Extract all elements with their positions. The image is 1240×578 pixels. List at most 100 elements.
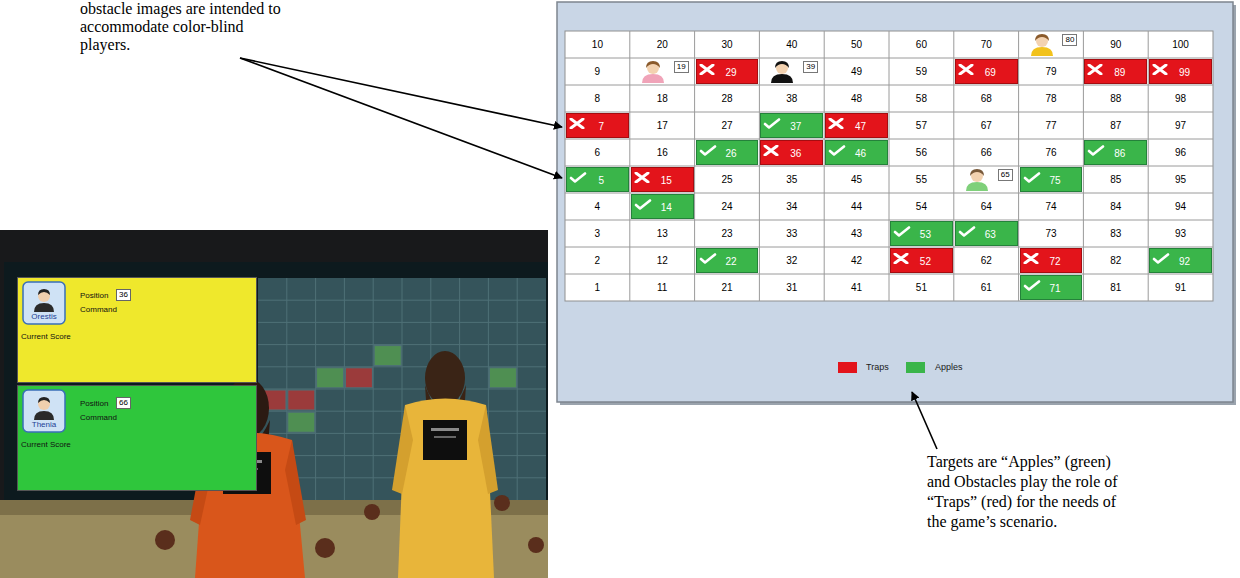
cell-number: 33: [759, 220, 824, 247]
board-cell: 88: [1083, 85, 1148, 112]
drawing-part: [765, 120, 779, 128]
board-cell: 85: [1083, 166, 1148, 193]
cell-number: 70: [954, 31, 1019, 58]
apple-cell: 46: [825, 140, 888, 165]
cell-number: 27: [695, 112, 760, 139]
cell-number: 25: [695, 166, 760, 193]
apple-cell: 75: [1020, 167, 1083, 192]
drawing-part: [646, 61, 660, 68]
apple-cell: 63: [955, 221, 1018, 246]
drawing-part: [431, 428, 459, 431]
player-cell: 65: [954, 166, 1019, 193]
apple-cell: 37: [760, 113, 823, 138]
panel-text: Position: [80, 291, 108, 300]
board-cell: 59: [889, 58, 954, 85]
board-cell: 87: [1083, 112, 1148, 139]
cell-number: 40: [759, 31, 824, 58]
player-avatar: [769, 60, 795, 83]
cell-icon: [1087, 142, 1105, 153]
cell-icon: [699, 61, 717, 72]
cell-number: 1: [565, 274, 630, 301]
drawing-part: [285, 440, 306, 525]
board-cell: 11: [630, 274, 695, 301]
player-name: Thenia: [22, 420, 66, 429]
cell-icon: [958, 61, 976, 72]
player-avatar: [1029, 33, 1055, 56]
cell-icon: [1152, 61, 1170, 72]
cell-number: 16: [630, 139, 695, 166]
player-panel: TheniaPosition66CommandCurrent Score: [17, 385, 257, 491]
cell-icon: [1023, 169, 1041, 180]
board-cell: 58: [889, 85, 954, 112]
board-cell: 13: [630, 220, 695, 247]
trap-icon: [1152, 64, 1168, 75]
cell-number: 50: [824, 31, 889, 58]
drawing-part: [636, 173, 648, 182]
drawing-part: [392, 405, 413, 494]
drawing-part: [647, 62, 659, 74]
cell-icon: [1152, 250, 1170, 261]
grid-line: [565, 247, 1213, 248]
trap-cell: 99: [1149, 59, 1212, 84]
cell-number: 49: [824, 58, 889, 85]
board-cell: 41: [824, 274, 889, 301]
player-position: 39: [803, 61, 818, 73]
cell-number: 77: [1019, 112, 1084, 139]
cell-number: 46: [834, 141, 887, 164]
trap-cell: 52: [890, 248, 953, 273]
cell-icon: [763, 115, 781, 126]
board-cell: 1: [565, 274, 630, 301]
board-cell: 56: [889, 139, 954, 166]
grid-line: [565, 274, 1213, 275]
board-cell: 10: [565, 31, 630, 58]
drawing-part: [155, 530, 175, 550]
drawing-part: [701, 65, 713, 74]
cell-number: 34: [759, 193, 824, 220]
apple-cell: 71: [1020, 275, 1083, 300]
player-avatar: [640, 60, 666, 83]
drawing-part: [240, 58, 562, 178]
trap-cell: 72: [1020, 248, 1083, 273]
cell-number: 68: [954, 85, 1019, 112]
cell-number: 100: [1148, 31, 1213, 58]
board-cell: 44: [824, 193, 889, 220]
drawing-part: [966, 182, 988, 191]
apple-icon: [828, 145, 846, 156]
board-cell: 90: [1083, 31, 1148, 58]
board-cell: 49: [824, 58, 889, 85]
board-cell: 57: [889, 112, 954, 139]
drawing-part: [23, 390, 65, 432]
apple-cell: 22: [696, 248, 759, 273]
board-cell: 9: [565, 58, 630, 85]
avatar-holder: [964, 168, 990, 191]
cell-number: 18: [630, 85, 695, 112]
drawing-part: [771, 74, 793, 83]
cell-number: 59: [889, 58, 954, 85]
apple-cell: 53: [890, 221, 953, 246]
cell-icon: [893, 223, 911, 234]
trap-icon: [763, 145, 779, 156]
board-cell: 64: [954, 193, 1019, 220]
cell-number: 31: [759, 274, 824, 301]
cell-icon: [828, 115, 846, 126]
apple-cell: 92: [1149, 248, 1212, 273]
cell-number: 11: [630, 274, 695, 301]
apple-icon: [1152, 253, 1170, 264]
cell-number: 69: [964, 60, 1017, 83]
cell-number: 52: [899, 249, 952, 272]
board-cell: 16: [630, 139, 695, 166]
board-cell: 30: [695, 31, 760, 58]
player-cell: 19: [630, 58, 695, 85]
trap-icon: [699, 64, 715, 75]
drawing-part: [971, 170, 983, 182]
drawing-part: [1031, 47, 1053, 56]
cell-number: 55: [889, 166, 954, 193]
cell-number: 43: [824, 220, 889, 247]
panel-text: Command: [80, 305, 117, 314]
panel-text: 36: [116, 289, 131, 301]
cell-number: 12: [630, 247, 695, 274]
drawing-part: [895, 228, 909, 236]
cell-number: 57: [889, 112, 954, 139]
callout-text: obstacle images are intended to accommod…: [80, 0, 285, 54]
panel-text: 66: [116, 397, 131, 409]
